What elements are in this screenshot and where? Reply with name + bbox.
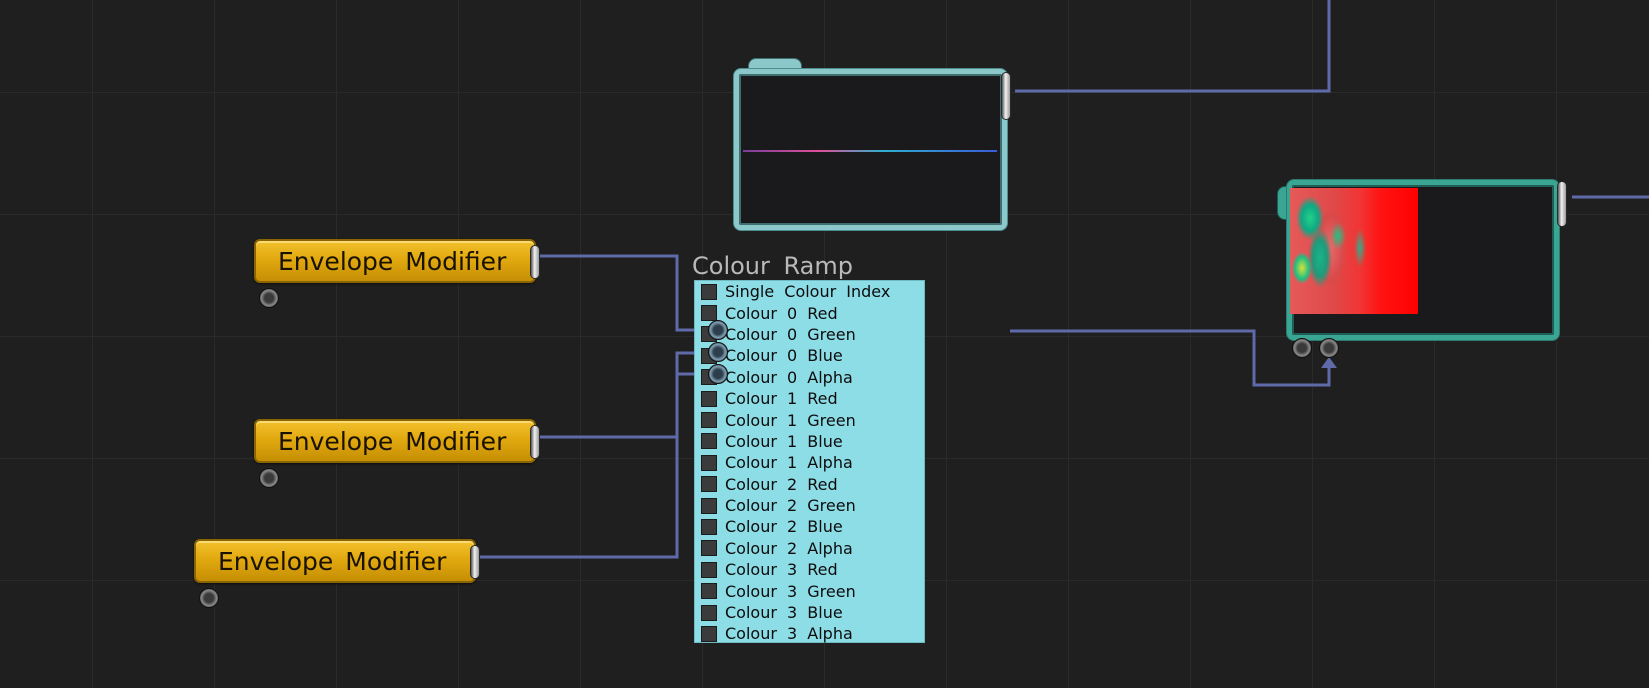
preview-output-port[interactable] bbox=[1001, 72, 1011, 120]
texture-input-port-1[interactable] bbox=[1292, 338, 1312, 358]
input-checkbox[interactable] bbox=[701, 283, 717, 300]
ramp-input-row[interactable]: Colour 3 Alpha bbox=[695, 623, 924, 644]
wire-envelope-1 bbox=[512, 254, 700, 332]
ramp-input-row[interactable]: Colour 3 Red bbox=[695, 559, 924, 580]
ramp-input-row[interactable]: Colour 1 Blue bbox=[695, 431, 924, 452]
ramp-input-row[interactable]: Colour 1 Alpha bbox=[695, 452, 924, 473]
output-port[interactable] bbox=[530, 425, 540, 459]
ramp-input-label: Colour 3 Green bbox=[725, 581, 856, 601]
ramp-input-row[interactable]: Colour 0 Blue bbox=[695, 345, 924, 366]
ramp-input-row[interactable]: Colour 0 Alpha bbox=[695, 367, 924, 388]
input-checkbox[interactable] bbox=[701, 604, 717, 621]
ramp-input-row[interactable]: Colour 1 Red bbox=[695, 388, 924, 409]
ramp-input-label: Colour 2 Blue bbox=[725, 517, 843, 537]
envelope-modifier-node-1[interactable]: Envelope Modifier bbox=[254, 239, 540, 283]
input-checkbox[interactable] bbox=[701, 561, 717, 578]
input-checkbox[interactable] bbox=[701, 390, 717, 407]
ramp-input-label: Single Colour Index bbox=[725, 282, 891, 302]
ramp-input-label: Colour 2 Red bbox=[725, 474, 838, 494]
wire-arrow-texture bbox=[1321, 357, 1337, 368]
envelope-modifier-1-input-port[interactable] bbox=[259, 288, 279, 308]
colour-ramp-input-list: Single Colour Index Colour 0 Red Colour … bbox=[694, 280, 925, 643]
input-checkbox[interactable] bbox=[701, 412, 717, 429]
ramp-input-row[interactable]: Colour 0 Green bbox=[695, 324, 924, 345]
input-checkbox[interactable] bbox=[701, 540, 717, 557]
ramp-input-label: Colour 1 Green bbox=[725, 410, 856, 430]
texture-preview-image bbox=[1290, 188, 1418, 314]
texture-output-port[interactable] bbox=[1557, 181, 1567, 227]
envelope-modifier-label: Envelope Modifier bbox=[218, 547, 447, 576]
input-checkbox[interactable] bbox=[701, 583, 717, 600]
texture-input-port-2[interactable] bbox=[1319, 338, 1339, 358]
input-checkbox[interactable] bbox=[701, 497, 717, 514]
ramp-input-label: Colour 3 Red bbox=[725, 560, 838, 580]
ramp-input-row[interactable]: Colour 0 Red bbox=[695, 302, 924, 323]
ramp-input-row[interactable]: Colour 2 Green bbox=[695, 495, 924, 516]
colour-ramp-input-port-1[interactable] bbox=[708, 320, 728, 340]
envelope-modifier-label: Envelope Modifier bbox=[278, 247, 507, 276]
wire-envelope-2 bbox=[512, 351, 700, 439]
wire-preview-out bbox=[1015, 0, 1331, 93]
ramp-input-label: Colour 2 Green bbox=[725, 496, 856, 516]
ramp-input-label: Colour 0 Red bbox=[725, 303, 838, 323]
ramp-input-row[interactable]: Colour 3 Green bbox=[695, 580, 924, 601]
envelope-modifier-3-input-port[interactable] bbox=[199, 588, 219, 608]
ramp-input-label: Colour 0 Alpha bbox=[725, 367, 853, 387]
output-port[interactable] bbox=[470, 545, 480, 579]
input-checkbox[interactable] bbox=[701, 433, 717, 450]
wire-envelope-3 bbox=[457, 372, 700, 559]
input-checkbox[interactable] bbox=[701, 305, 717, 322]
input-checkbox[interactable] bbox=[701, 476, 717, 493]
ramp-input-label: Colour 0 Blue bbox=[725, 346, 843, 366]
colour-ramp-input-port-3[interactable] bbox=[708, 364, 728, 384]
colour-ramp-title: Colour Ramp bbox=[692, 252, 853, 280]
ramp-preview-node[interactable] bbox=[734, 69, 1007, 230]
ramp-input-label: Colour 3 Alpha bbox=[725, 624, 853, 644]
ramp-input-row[interactable]: Colour 2 Alpha bbox=[695, 538, 924, 559]
output-port[interactable] bbox=[530, 245, 540, 279]
ramp-input-label: Colour 2 Alpha bbox=[725, 538, 853, 558]
ramp-gradient-line bbox=[743, 150, 997, 152]
colour-ramp-input-port-2[interactable] bbox=[708, 342, 728, 362]
ramp-input-row[interactable]: Single Colour Index bbox=[695, 281, 924, 302]
envelope-modifier-node-2[interactable]: Envelope Modifier bbox=[254, 419, 540, 463]
ramp-input-row[interactable]: Colour 3 Blue bbox=[695, 602, 924, 623]
envelope-modifier-2-input-port[interactable] bbox=[259, 468, 279, 488]
envelope-modifier-node-3[interactable]: Envelope Modifier bbox=[194, 539, 480, 583]
wire-ramp-out bbox=[1010, 329, 1331, 387]
ramp-input-row[interactable]: Colour 2 Red bbox=[695, 474, 924, 495]
ramp-input-label: Colour 1 Red bbox=[725, 389, 838, 409]
ramp-input-label: Colour 1 Blue bbox=[725, 431, 843, 451]
input-checkbox[interactable] bbox=[701, 518, 717, 535]
input-checkbox[interactable] bbox=[701, 454, 717, 471]
input-checkbox[interactable] bbox=[701, 625, 717, 642]
ramp-input-label: Colour 1 Alpha bbox=[725, 453, 853, 473]
ramp-input-row[interactable]: Colour 1 Green bbox=[695, 409, 924, 430]
ramp-input-label: Colour 3 Blue bbox=[725, 603, 843, 623]
envelope-modifier-label: Envelope Modifier bbox=[278, 427, 507, 456]
ramp-input-label: Colour 0 Green bbox=[725, 324, 856, 344]
ramp-input-row[interactable]: Colour 2 Blue bbox=[695, 516, 924, 537]
